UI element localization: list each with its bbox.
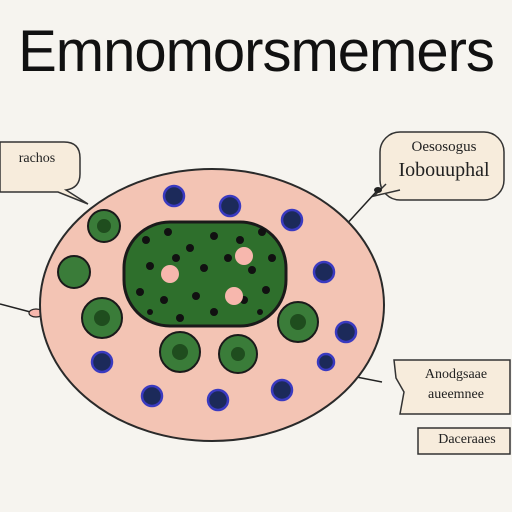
callout-top-left-text: rachos	[18, 151, 56, 166]
granule	[162, 184, 186, 208]
granules	[90, 184, 358, 412]
callout-top-right-label: Oesosogus Iobouuphal	[386, 139, 502, 181]
nucleolus-2	[235, 247, 253, 265]
diagram-title: Emnomorsmemers	[18, 19, 495, 84]
callout-bottom-right-label: Anodgsaae aueemnee	[404, 367, 508, 402]
granule	[270, 378, 294, 402]
callout-bubble-bottom-right-small	[417, 427, 511, 455]
granule	[280, 208, 304, 232]
callout-bottom-right-line2: aueemnee	[428, 386, 484, 402]
granule	[90, 350, 114, 374]
nucleolus-1	[161, 265, 179, 283]
callout-bottom-right-small-label: Daceraaes	[424, 432, 510, 448]
granule	[140, 384, 164, 408]
callout-top-left-label: rachos	[4, 151, 70, 167]
callout-top-right-line1: Oesosogus	[411, 139, 477, 155]
callout-bubble-top-right	[379, 131, 505, 201]
granule	[316, 352, 336, 372]
callout-pointer-top-right	[371, 183, 401, 198]
leader-line-right-tip	[374, 187, 382, 193]
granule	[334, 320, 358, 344]
callout-bubble-top-left	[0, 141, 89, 205]
callout-bottom-right-line1: Anodgsaae	[424, 367, 488, 382]
granule	[312, 260, 336, 284]
nucleus-dots	[136, 228, 276, 322]
callout-top-right-line2: Iobouuphal	[398, 158, 490, 181]
callout-bubble-bottom-right	[393, 359, 511, 415]
organelles	[57, 209, 319, 374]
callout-bottom-right-small-text: Daceraaes	[438, 432, 496, 447]
organelle	[57, 255, 91, 289]
granule	[206, 388, 230, 412]
granule	[218, 194, 242, 218]
nucleolus-3	[225, 287, 243, 305]
